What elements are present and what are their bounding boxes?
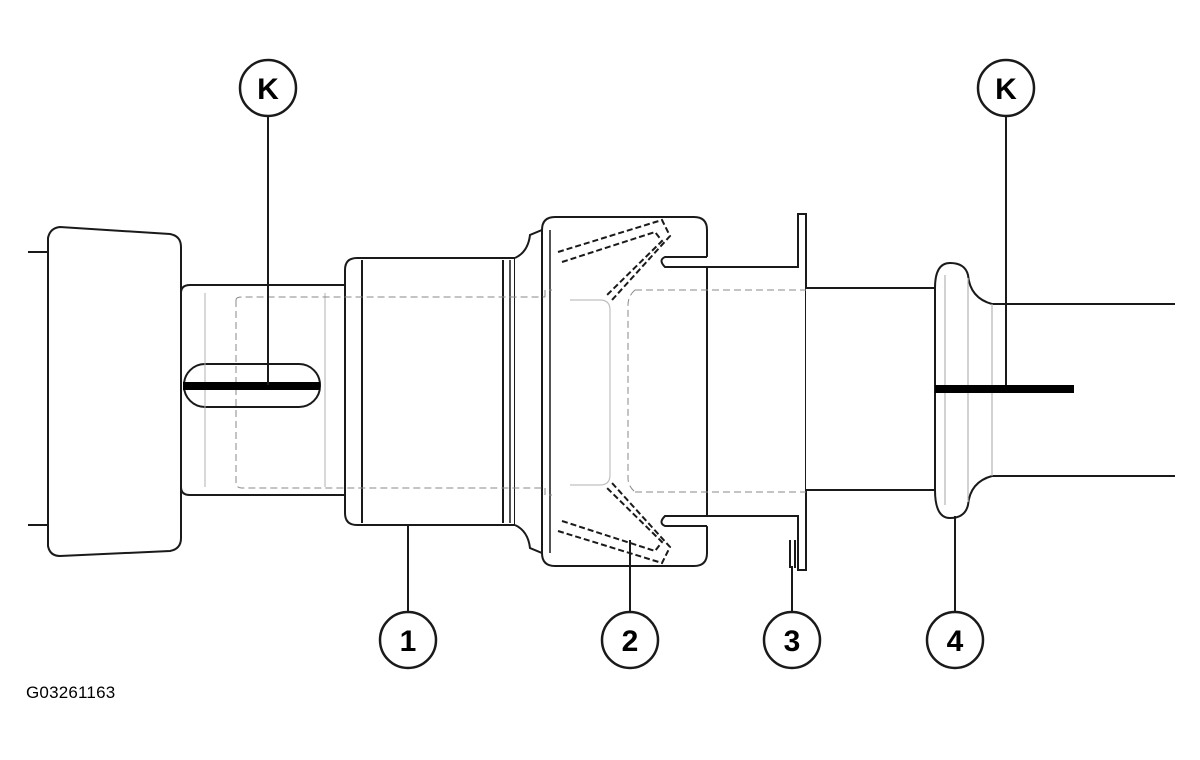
bead-part-4	[934, 261, 1175, 520]
tongue-slots	[660, 213, 807, 571]
flange-part-3	[789, 540, 796, 568]
right-shaft	[806, 261, 1175, 520]
callout-k-right: K	[976, 58, 1036, 118]
left-end-cap	[47, 225, 182, 558]
callout-2: 2	[600, 610, 660, 670]
leader-lines	[267, 117, 1007, 612]
svg-text:2: 2	[622, 625, 639, 658]
figure-code: G03261163	[26, 683, 116, 702]
sleeve-part-1	[344, 228, 543, 555]
svg-text:K: K	[257, 73, 279, 106]
callout-3: 3	[762, 610, 822, 670]
svg-text:K: K	[995, 73, 1017, 106]
callout-4: 4	[925, 610, 985, 670]
callout-k-left: K	[238, 58, 298, 118]
k-alignment-mark-left	[183, 382, 320, 390]
callout-1: 1	[378, 610, 438, 670]
internal-seal	[557, 218, 672, 565]
svg-text:4: 4	[947, 625, 964, 658]
k-alignment-mark-right	[935, 385, 1074, 393]
svg-text:1: 1	[400, 625, 417, 658]
collar-part-2	[541, 213, 807, 571]
svg-text:3: 3	[784, 625, 801, 658]
hidden-bore	[235, 289, 806, 496]
left-shaft-stub	[28, 251, 48, 526]
